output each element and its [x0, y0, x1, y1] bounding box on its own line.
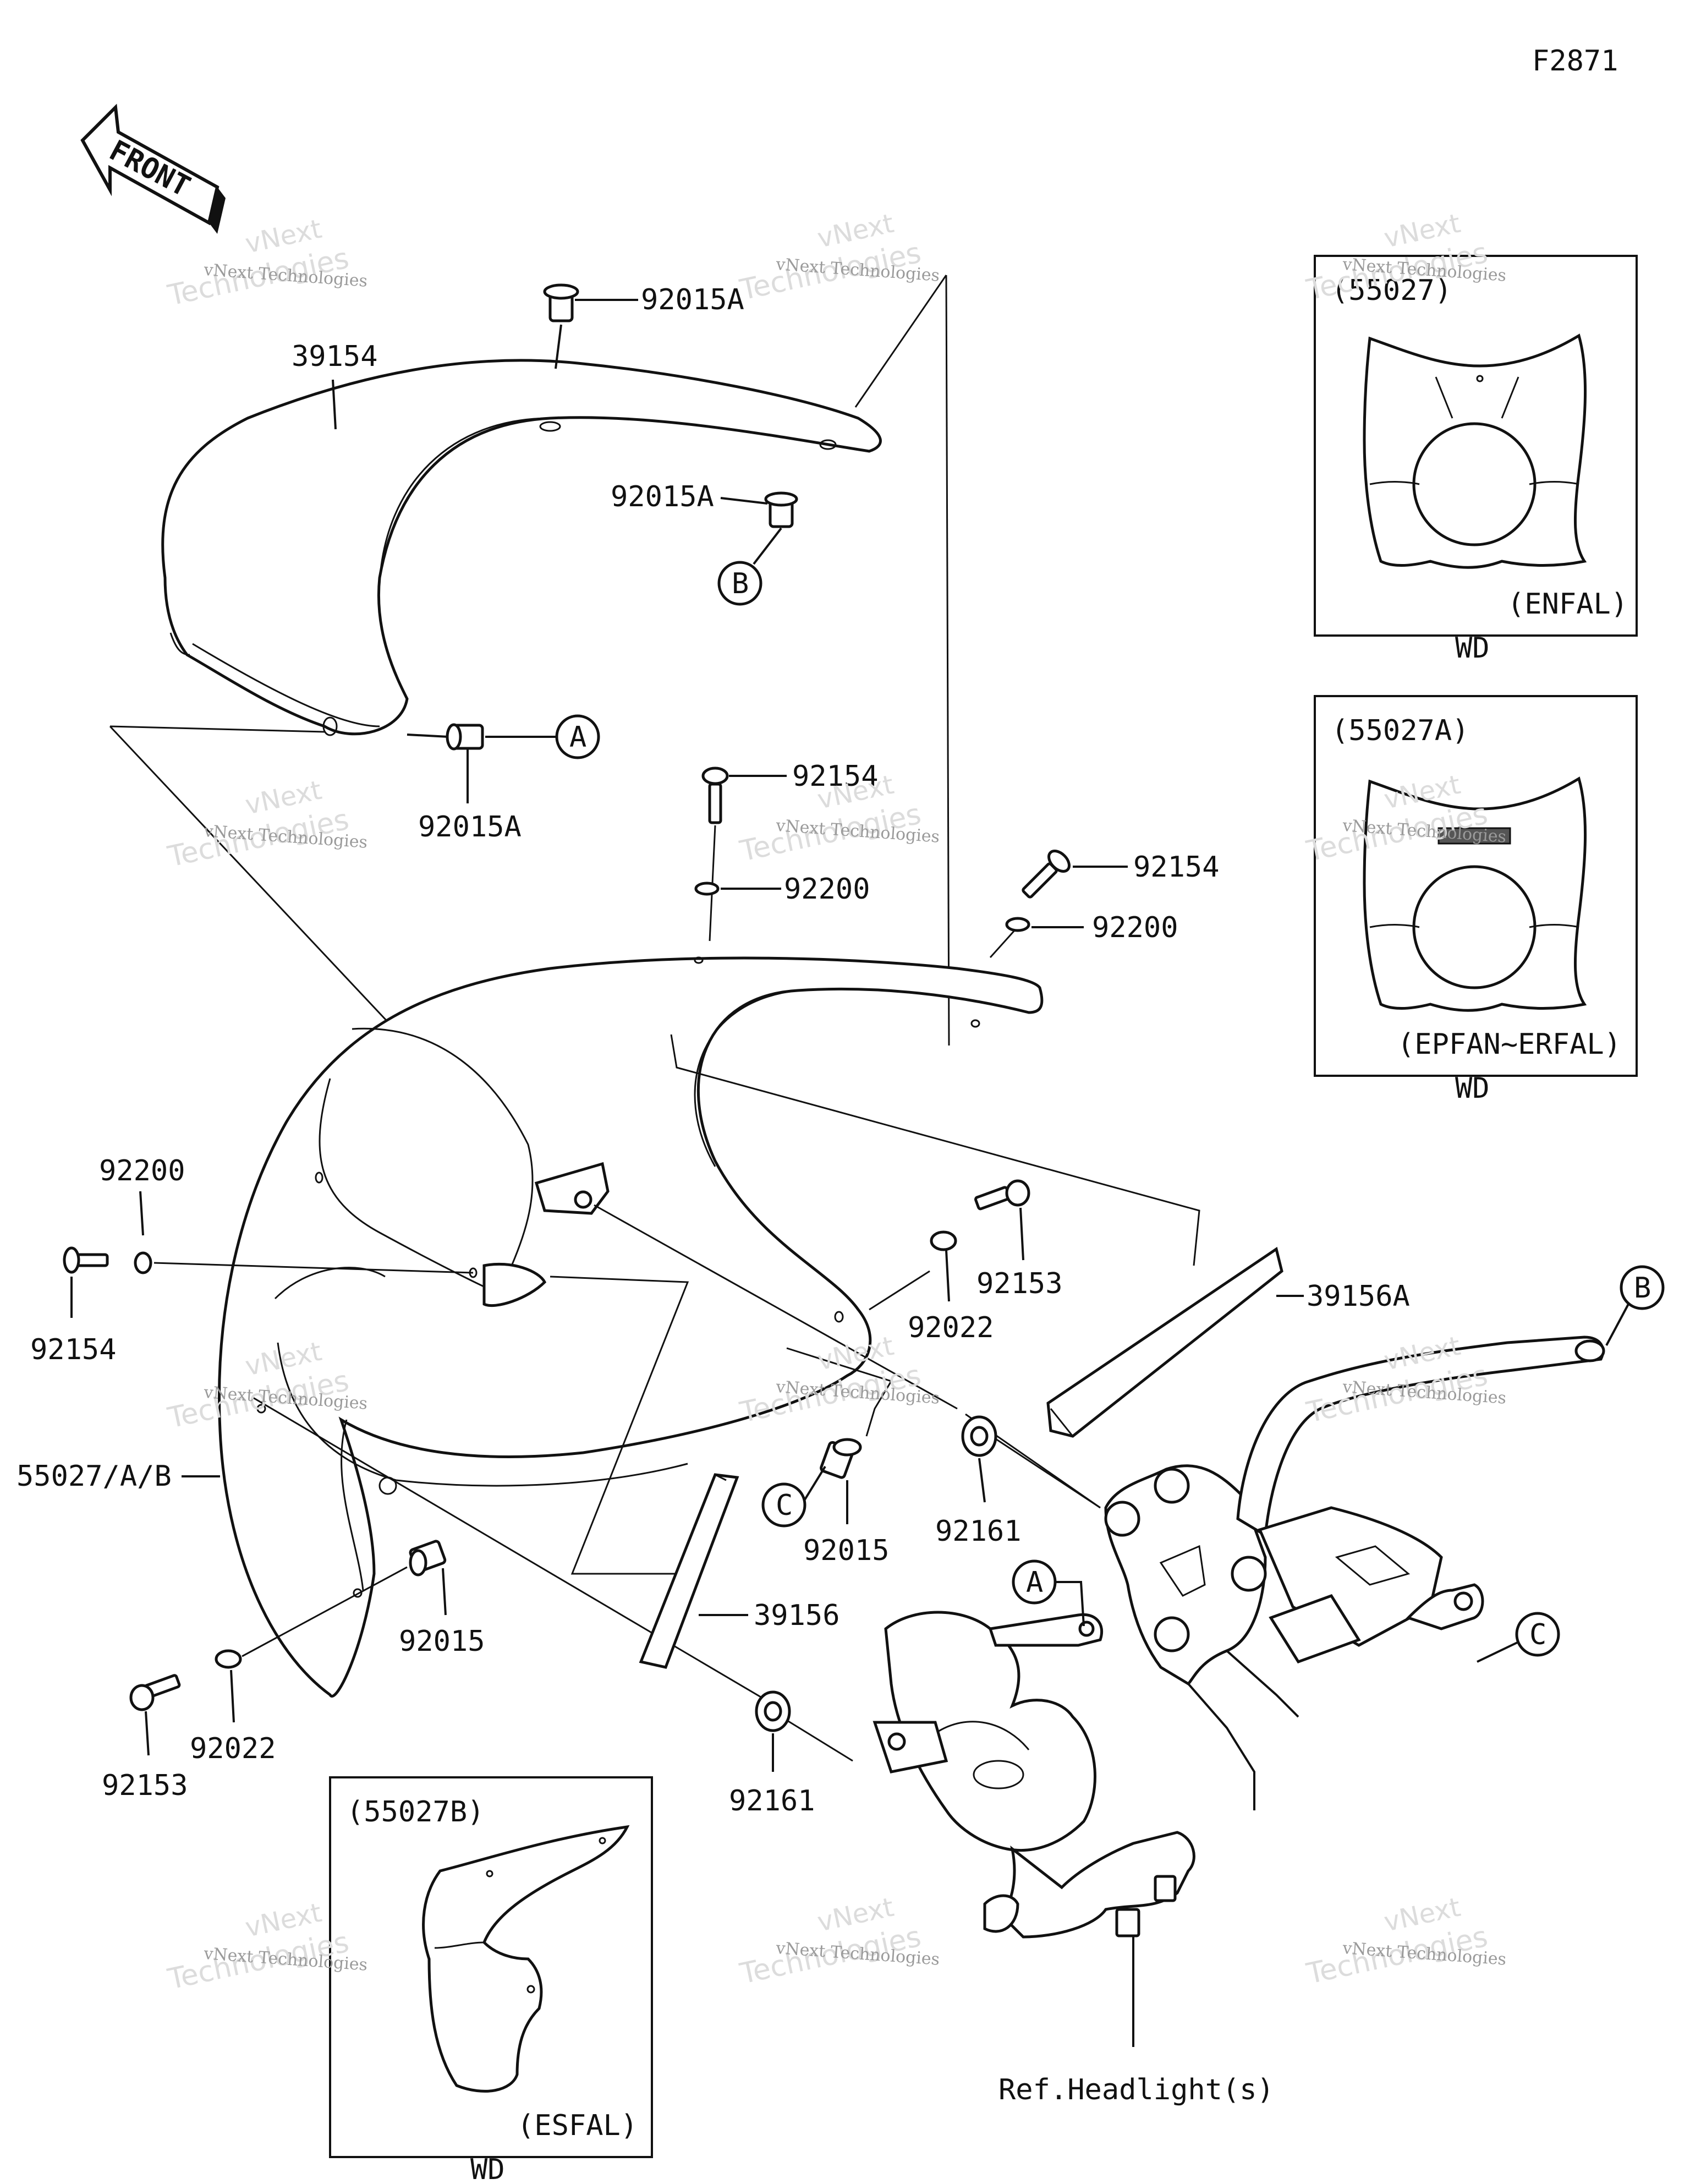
washer-92022-left[interactable] [215, 1649, 242, 1669]
inset-55027B-variant: (ESFAL) [517, 2109, 638, 2142]
inset-55027-variant: (ENFAL) [1507, 588, 1628, 621]
label-92154-top: 92154 [792, 760, 879, 793]
washer-92022-right[interactable] [930, 1230, 957, 1251]
front-arrow-icon: FRONT [80, 103, 226, 234]
label-39156A: 39156A [1307, 1280, 1410, 1313]
label-39154: 39154 [292, 340, 378, 373]
callout-B-right-text: B [1634, 1272, 1651, 1305]
screw-92153-left[interactable] [129, 1674, 181, 1711]
inset-55027B: (55027B) (ESFAL) WD [329, 1776, 653, 2184]
label-92161-right: 92161 [935, 1515, 1022, 1548]
windshield-39154[interactable] [161, 359, 882, 736]
inset-55027-code: (55027) [1331, 274, 1452, 307]
washer-92200-left[interactable] [134, 1251, 152, 1274]
callout-B-right [1620, 1265, 1665, 1310]
callout-A-right-text: A [1026, 1566, 1043, 1599]
callout-A-right [1012, 1559, 1057, 1605]
washer-92200-right[interactable] [1005, 917, 1030, 932]
inset-55027A-code: (55027A) [1331, 714, 1469, 747]
callout-C-left [761, 1482, 806, 1528]
grommet-92161-right[interactable] [961, 1415, 997, 1457]
bushing-92015-right[interactable] [820, 1438, 862, 1479]
screw-92154-top[interactable] [701, 767, 729, 824]
inset-55027A: (55027A) (EPFAN~ERFAL) WD [1314, 695, 1638, 1105]
label-92015A-low: 92015A [418, 811, 522, 844]
callout-A-top [555, 714, 600, 759]
inset-55027: (55027) (ENFAL) WD [1314, 255, 1638, 665]
callout-B-top-text: B [732, 567, 749, 600]
label-92154-left: 92154 [30, 1333, 117, 1366]
screw-92153-right[interactable] [974, 1179, 1030, 1211]
bushing-92015-left[interactable] [409, 1540, 447, 1577]
figure-code: F2871 [1532, 45, 1618, 78]
bushing-92015A-mid[interactable] [764, 491, 798, 528]
screw-92154-left[interactable] [63, 1246, 109, 1274]
label-55027AB: 55027/A/B [17, 1460, 172, 1493]
bushing-92015A-top[interactable] [543, 283, 579, 322]
label-92154-right: 92154 [1133, 851, 1220, 884]
callout-A-top-text: A [569, 721, 586, 754]
label-92153-right: 92153 [976, 1267, 1063, 1300]
screw-92154-right[interactable] [1022, 847, 1073, 899]
label-92161-left: 92161 [729, 1785, 815, 1818]
inset-55027-note: WD [1455, 632, 1490, 665]
label-39156: 39156 [754, 1599, 840, 1632]
headlight-stay-bracket[interactable] [873, 1335, 1605, 1939]
inset-55027B-code: (55027B) [347, 1796, 484, 1829]
inset-55027B-note: WD [470, 2153, 505, 2184]
washer-92200-top[interactable] [694, 882, 720, 896]
label-92015A-mid: 92015A [611, 480, 714, 513]
label-92200-left: 92200 [99, 1154, 185, 1187]
strip-39156A[interactable] [1046, 1246, 1283, 1438]
inset-55027A-note: WD [1455, 1072, 1490, 1105]
callout-C-right [1515, 1612, 1560, 1657]
callout-B-top [717, 561, 762, 606]
upper-cowl-55027[interactable] [218, 956, 1044, 1698]
label-92015-right: 92015 [803, 1534, 890, 1567]
callout-C-left-text: C [776, 1489, 793, 1522]
grommet-92161-left[interactable] [755, 1690, 791, 1732]
brand-decal-icon [1437, 827, 1511, 845]
label-92200-right: 92200 [1092, 911, 1178, 944]
front-label: FRONT [104, 134, 195, 204]
label-92015-left: 92015 [399, 1625, 485, 1658]
label-92153-left: 92153 [102, 1769, 188, 1802]
inset-55027A-variant: (EPFAN~ERFAL) [1397, 1028, 1621, 1061]
label-ref-headlight: Ref.Headlight(s) [998, 2073, 1274, 2106]
callout-C-right-text: C [1529, 1618, 1546, 1651]
strip-39156[interactable] [639, 1473, 739, 1669]
label-92200-top: 92200 [784, 873, 870, 906]
label-92015A-top: 92015A [641, 283, 744, 316]
label-92022-left: 92022 [190, 1732, 276, 1765]
bushing-92015A-low[interactable] [446, 723, 484, 751]
label-92022-right: 92022 [908, 1311, 994, 1344]
